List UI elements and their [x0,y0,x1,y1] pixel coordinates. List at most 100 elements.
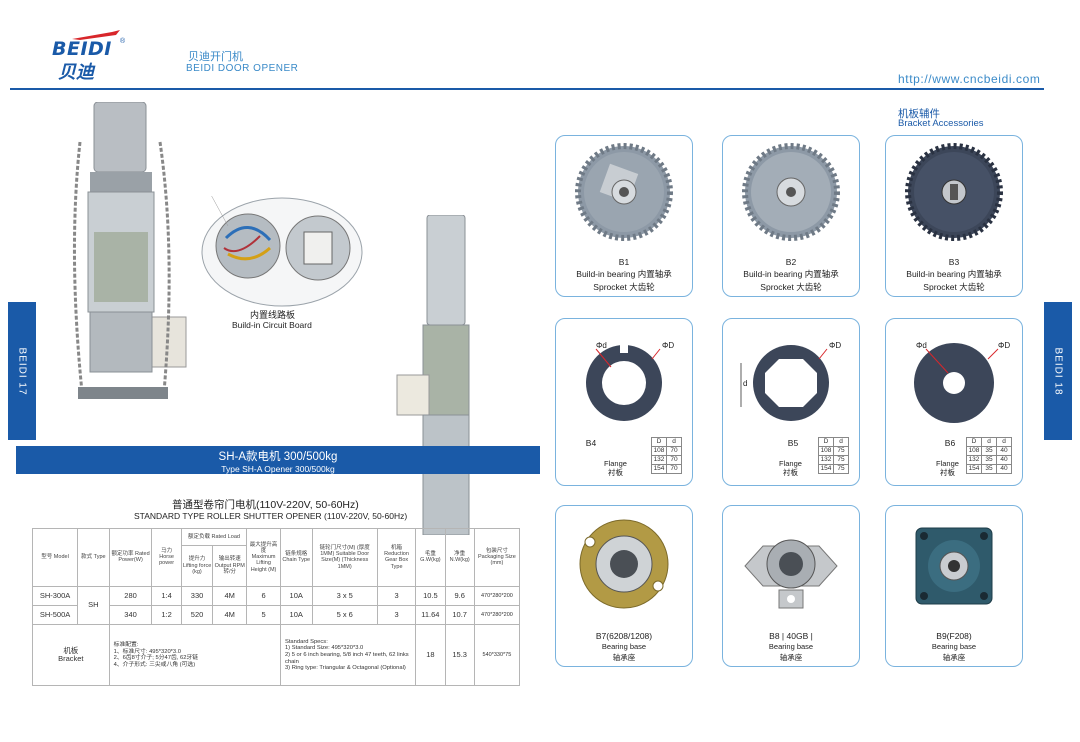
cell-net: 9.6 [444,585,475,607]
bracket-spec-line: 2) 5 or 6 inch bearing, 5/8 inch 47 teet… [284,651,409,665]
accessory-desc-line2: Sprocket 大齿轮 [593,282,655,292]
header-door-size: 链轮门尺寸(M) (厚度 1MM) Suitable Door Size(M) … [311,528,378,587]
accessories-title-cn: 机板辅件 [898,108,940,120]
website-link[interactable]: http://www.cncbeidi.com [898,72,1041,86]
cell-bracket-label: 机板 Bracket [32,624,110,686]
header-package-size: 包装尺寸 Packaging Size (mm) [473,528,521,587]
flange-label: Flange 衬板 [604,459,627,477]
cell-package: 470*280*200 [473,605,521,626]
page-tab-left: BEIDI 17 [8,302,36,440]
table-cell: 70 [666,455,682,465]
flange-label: Flange 衬板 [779,459,802,477]
cell-height: 5 [246,605,281,626]
table-cell: D [651,437,667,447]
table-cell: 108 [651,446,667,456]
cell-package: 470*280*200 [473,585,521,607]
accessory-desc-line1: Build-in bearing 内置轴承 [576,269,672,279]
accessory-desc-line2: 轴承座 [612,653,636,662]
cell-model: SH-500A [31,605,79,626]
header-type: 款式 Type [77,528,110,587]
table-cell: 40 [996,455,1012,465]
page-tab-right-label: BEIDI 18 [1052,346,1064,396]
cell-rpm: 4M [212,585,248,607]
header-rated-power: 额定功率 Rated Power(W) [108,528,153,587]
cell-power: 280 [108,585,153,607]
accessory-code: B6 [944,438,956,448]
logo-chinese: 贝迪 [58,62,94,82]
accessory-card-b2: B2 Build-in bearing 内置轴承 Sprocket 大齿轮 [722,135,860,297]
table-row-bracket: 机板 Bracket 标准配置: 1、标准尺寸: 495*320*3.0 2、6… [32,624,521,686]
flange-icon [740,345,829,421]
flange-label-cn: 衬板 [607,468,623,477]
bracket-spec-line: 4、介子形式: 三尖或八角 (可选) [113,661,196,668]
flange-icon [914,343,999,423]
page-tab-right: BEIDI 18 [1044,302,1072,440]
table-cell: 154 [966,464,982,474]
type-banner-cn: SH-A款电机 300/500kg [218,451,338,463]
header-gear-box: 机箱 Reduction Gear Box Type [376,528,417,587]
bracket-label-en: Bracket [58,654,84,664]
cell-door-size: 3 x 5 [311,585,378,607]
type-banner-en: Type SH-A Opener 300/500kg [221,464,335,474]
brand-title-en: BEIDI DOOR OPENER [186,63,299,74]
cell-model: SH-300A [31,585,79,607]
table-cell: 35 [981,464,997,474]
cell-gear: 3 [376,585,417,607]
type-banner: SH-A款电机 300/500kg Type SH-A Opener 300/5… [16,446,540,474]
header-ratio: 马力 Horse power [151,528,182,587]
table-cell: 40 [996,464,1012,474]
cell-lift: 330 [180,585,214,607]
accessory-desc-line2: Sprocket 大齿轮 [760,282,822,292]
cell-chain: 10A [279,585,313,607]
flange-label-cn: 衬板 [939,468,955,477]
accessory-desc-line2: 轴承座 [942,653,966,662]
accessory-card-b7: B7(6208/1208) Bearing base 轴承座 [555,505,693,667]
bracket-spec-line: 1、标准尺寸: 495*320*3.0 [113,648,181,655]
logo-registered-mark: ® [120,38,126,45]
motor-photo-secondary [396,215,470,535]
table-cell: 154 [818,464,834,474]
spec-table-title-en: STANDARD TYPE ROLLER SHUTTER OPENER (110… [134,511,408,521]
accessory-card-b8: B8 | 40GB | Bearing base 轴承座 [722,505,860,667]
table-row: SH-500A 340 1:2 520 4M 5 10A 5 x 6 3 11.… [31,605,521,626]
header-net-weight: 净重 N.W(kg) [444,528,475,587]
accessory-desc-line1: Bearing base [931,642,977,651]
bracket-spec-line: 标准配置: [113,641,139,648]
table-cell: 132 [818,455,834,465]
cell-bracket-specs-cn: 标准配置: 1、标准尺寸: 495*320*3.0 2、6齿8寸介子; 5分47… [108,624,281,686]
brand-title-cn: 贝迪开门机 [188,51,243,63]
accessory-code: B1 [618,257,630,267]
circuit-board-callout [201,196,363,307]
table-cell: 35 [981,455,997,465]
accessory-code: B2 [785,257,797,267]
flange-small-diameter: d [743,379,748,388]
logo-text: BEIDI [52,38,112,60]
table-cell: 132 [966,455,982,465]
header-rated-load: 额定负载 Rated Load [180,527,248,547]
spec-table-title-cn: 普通型卷帘门电机(110V-220V, 50-60Hz) [172,499,359,511]
cell-chain: 10A [279,605,313,626]
flange-label-en: Flange [779,459,802,468]
cell-lift: 520 [180,605,214,626]
bearing-base-icon [915,527,993,605]
beidi-logo: BEIDI ® 贝迪 [50,26,128,82]
sprocket-icon [575,143,673,241]
accessory-desc-line2: Sprocket 大齿轮 [923,282,985,292]
motor-photo-main [72,102,187,399]
table-cell: 75 [833,464,849,474]
header-divider [10,88,1044,90]
cell-gross: 10.5 [415,585,446,607]
table-cell: 75 [833,455,849,465]
cell-net: 10.7 [444,605,475,626]
accessory-desc-line2: 轴承座 [779,653,803,662]
page-header: BEIDI ® 贝迪 贝迪开门机 BEIDI DOOR OPENER http:… [0,0,1080,92]
accessory-card-b3: B3 Build-in bearing 内置轴承 Sprocket 大齿轮 [885,135,1023,297]
page-tab-left-label: BEIDI 17 [16,346,28,396]
table-cell: D [818,437,834,447]
flange-label-en: Flange [936,459,959,468]
table-cell: d [833,437,849,447]
table-cell: 132 [651,455,667,465]
table-cell: d [981,437,997,447]
cell-type: SH [77,585,110,626]
